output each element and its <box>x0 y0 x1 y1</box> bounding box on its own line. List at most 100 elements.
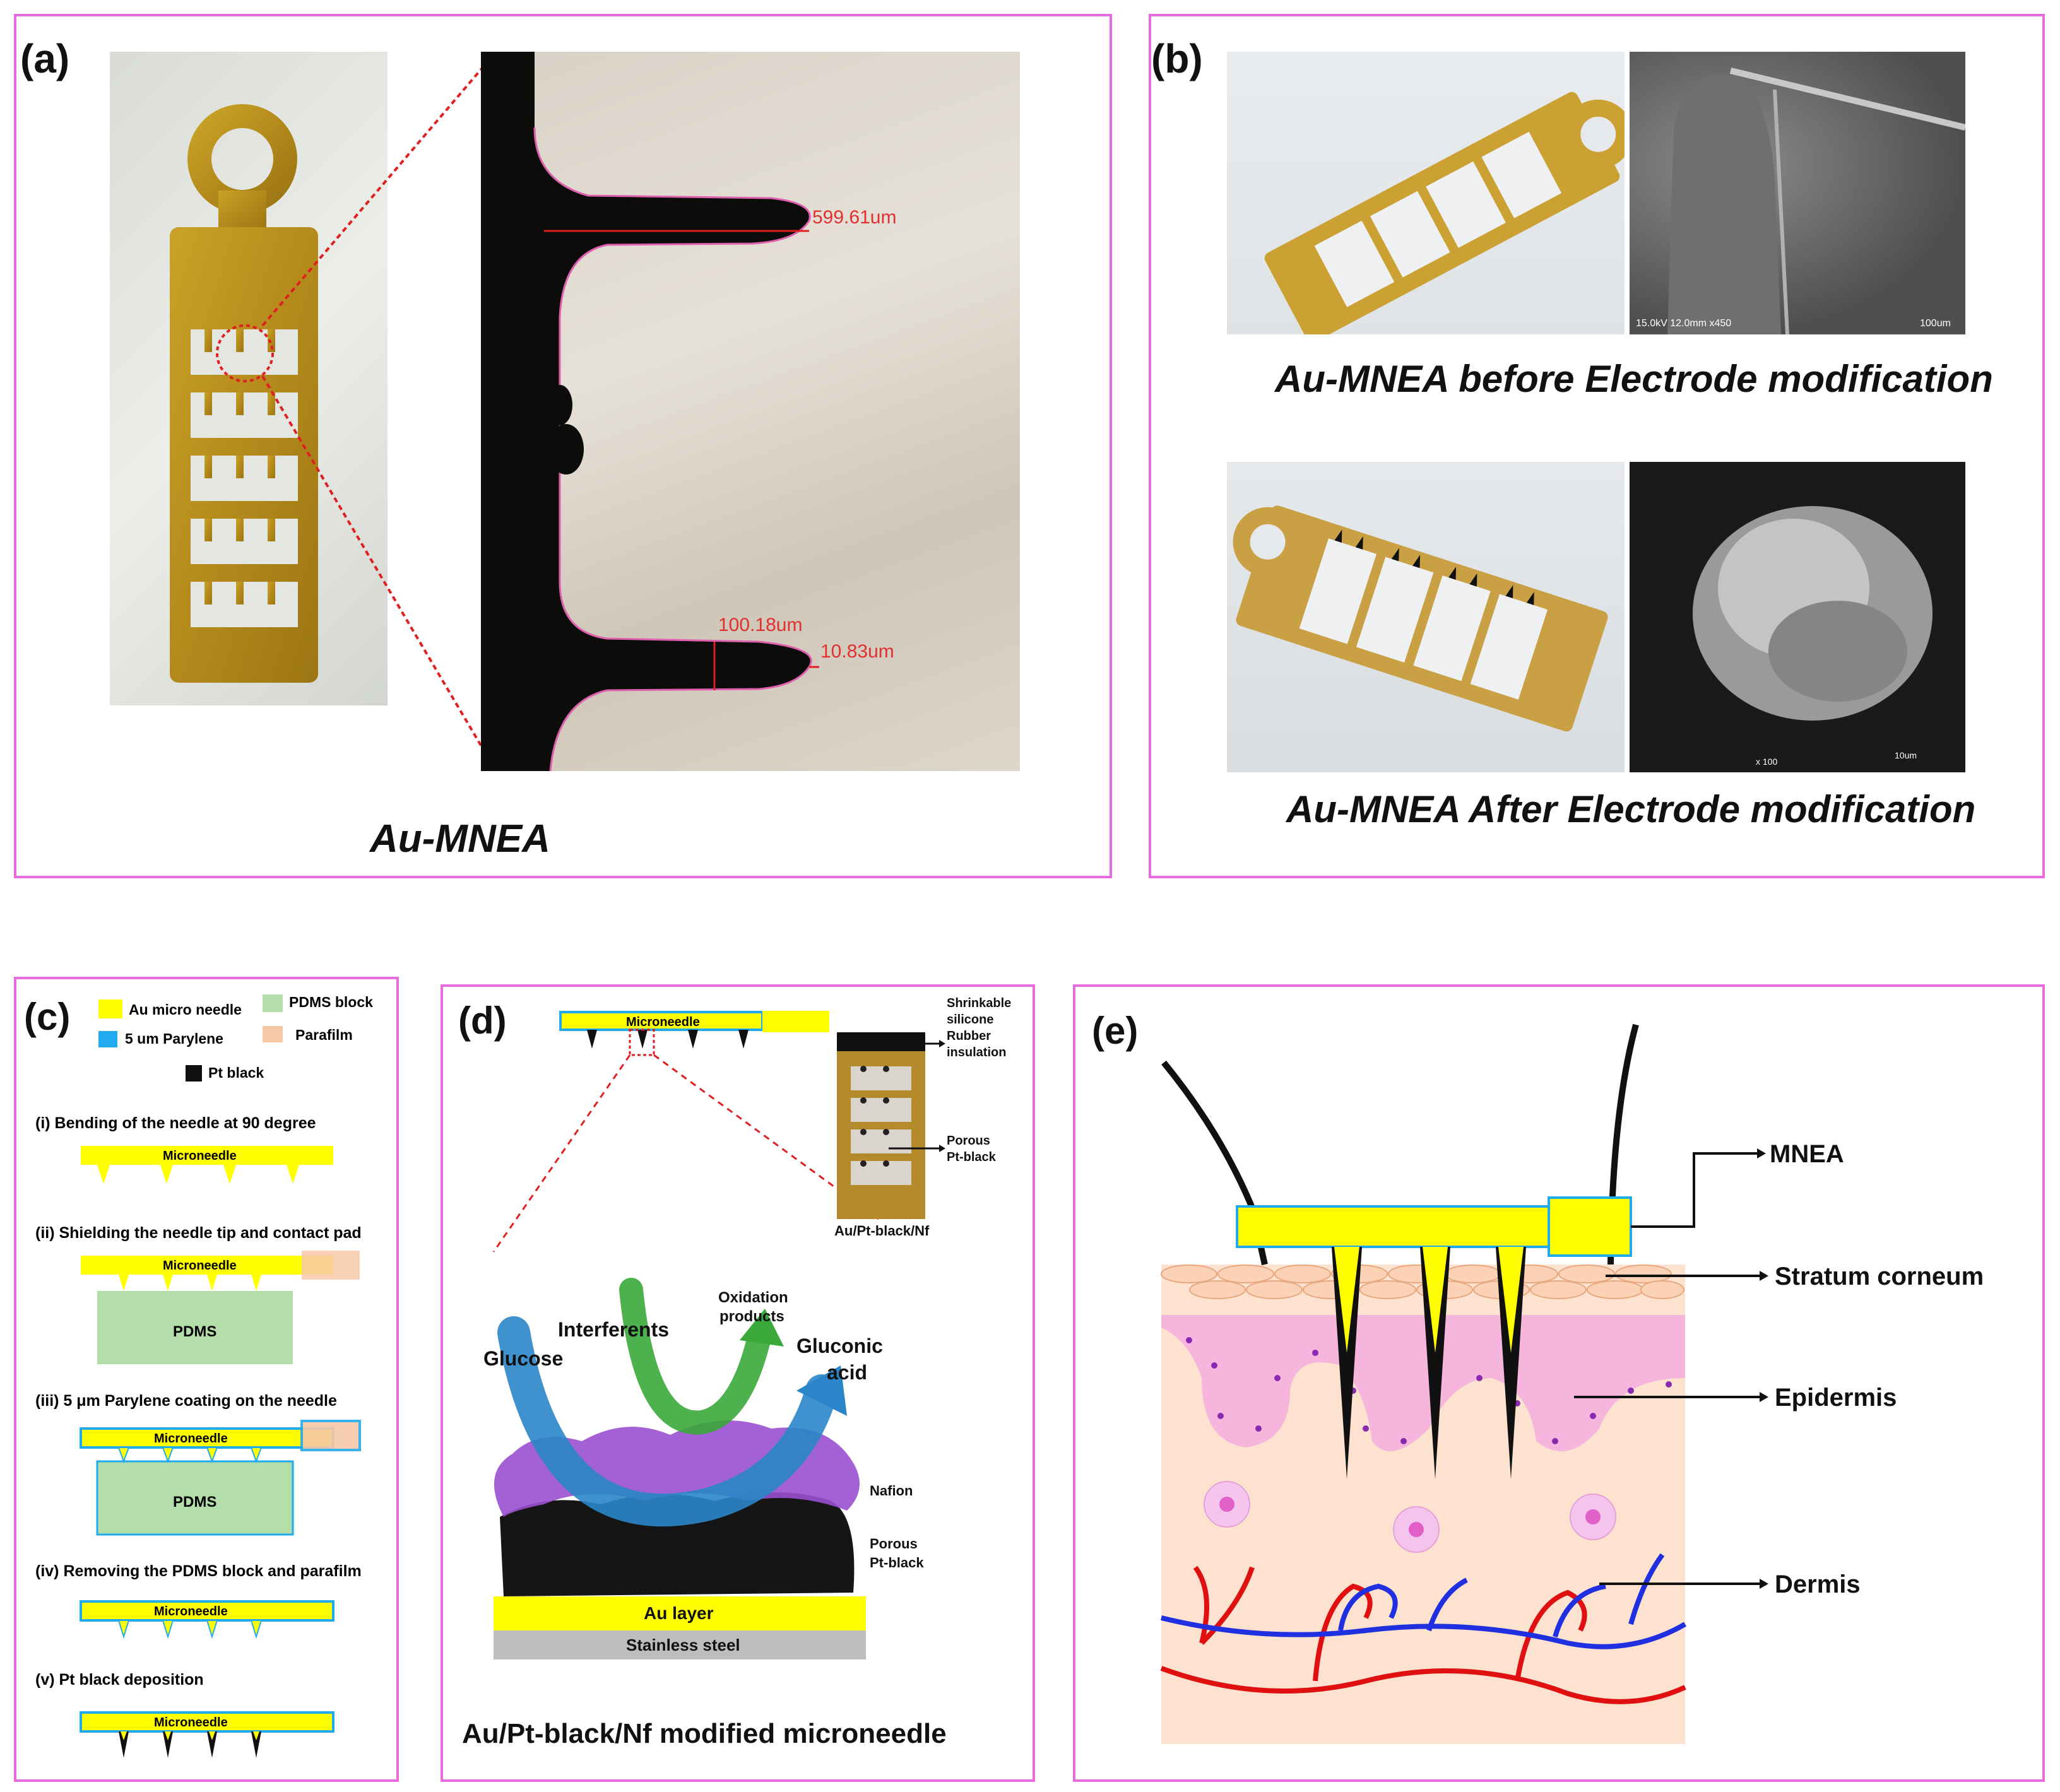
d-stainless-label: Stainless steel <box>626 1636 740 1654</box>
e-epidermis <box>1161 1315 1685 1451</box>
before-sem-drawing: 15.0kV 12.0mm x450 100um <box>1636 68 1965 334</box>
legend-ptblack-swatch <box>186 1065 202 1082</box>
before-sem-scale: 100um <box>1920 318 1951 329</box>
step-4-needle: Microneedle <box>80 1600 334 1639</box>
before-photo <box>1227 52 1625 334</box>
d-porous-text: Porous Pt-black <box>947 1134 997 1164</box>
panel-d: (d) Microneedle Shrinkabl <box>441 984 1035 1782</box>
measurement-100: 100.18um <box>718 615 802 635</box>
legend-au-label: Au micro needle <box>129 1001 242 1018</box>
e-dermis-label: Dermis <box>1775 1571 1861 1598</box>
panel-c-drawing: (c) Au micro needle PDMS block 5 um Pary… <box>24 994 373 1758</box>
before-sem: 15.0kV 12.0mm x450 100um <box>1630 52 1965 334</box>
after-sem-drawing: x 100 10um <box>1693 506 1933 767</box>
d-shrinkable-arrowhead <box>939 1040 945 1047</box>
d-shrinkable-text: Shrinkable silicone Rubber insulation <box>947 996 1015 1059</box>
d-interferent-arrow <box>619 1278 771 1435</box>
d-caption: Au/Pt-black/Nf modified microneedle <box>462 1718 947 1749</box>
legend-au-swatch <box>98 999 122 1018</box>
mnea-photo <box>110 52 388 705</box>
d-glucose-label: Glucose <box>483 1347 563 1370</box>
e-mnea-label: MNEA <box>1770 1140 1844 1168</box>
step-2-needle: Microneedle PDMS <box>81 1251 360 1364</box>
step-4-microneedle: Microneedle <box>154 1605 228 1618</box>
e-mnea-arrowhead <box>1757 1148 1766 1158</box>
d-porous-arrowhead <box>939 1145 945 1152</box>
d-stainless-layer <box>494 1630 866 1659</box>
d-microneedle: Microneedle <box>559 1011 829 1056</box>
after-photo-drawing <box>1233 505 1608 732</box>
d-photo-caption: Au/Pt-black/Nf <box>834 1223 930 1239</box>
panel-e: (e) <box>1073 984 2045 1782</box>
step-2-microneedle: Microneedle <box>163 1259 237 1273</box>
microscope-drawing: 599.61um 100.18um 10.83um <box>481 52 896 771</box>
d-glucose-arrowhead <box>796 1365 847 1416</box>
measurement-10: 10.83um <box>820 641 894 662</box>
e-stratum-arrowhead <box>1760 1271 1768 1281</box>
e-stratum-label: Stratum corneum <box>1775 1263 1984 1290</box>
e-vessel-red-branches <box>1193 1565 1587 1682</box>
e-mnea <box>1236 1196 1632 1479</box>
panel-d-drawing: (d) Microneedle Shrinkabl <box>458 996 1015 1749</box>
d-device-photo <box>837 1032 925 1219</box>
panel-c: (c) Au micro needle PDMS block 5 um Pary… <box>14 977 399 1782</box>
after-sem-info: x 100 <box>1756 757 1777 767</box>
d-layer-porous-label: Porous Pt-black <box>870 1536 924 1571</box>
d-zoom-line-left <box>492 1054 631 1253</box>
legend-ptblack-label: Pt black <box>208 1064 264 1081</box>
microscope-image: 599.61um 100.18um 10.83um <box>481 52 1020 771</box>
step-1-microneedle: Microneedle <box>163 1149 237 1163</box>
step-5-label: (v) Pt black deposition <box>35 1671 204 1689</box>
e-epidermis-label: Epidermis <box>1775 1384 1897 1412</box>
step-3-pdms: PDMS <box>173 1494 216 1511</box>
d-interferents-label: Interferents <box>558 1318 669 1341</box>
before-caption: Au-MNEA before Electrode modification <box>1275 358 1993 400</box>
panel-d-label: (d) <box>458 999 507 1042</box>
after-photo <box>1227 462 1625 772</box>
mnea-photo-drawing <box>170 104 318 683</box>
e-dermis-arrowhead <box>1760 1579 1768 1589</box>
before-photo-drawing <box>1264 91 1625 334</box>
step-3-label: (iii) 5 μm Parylene coating on the needl… <box>35 1392 337 1410</box>
zoom-lines <box>261 50 497 772</box>
d-au-layer <box>494 1596 866 1630</box>
legend-parafilm-label: Parafilm <box>295 1027 353 1043</box>
legend-pdms-swatch <box>263 994 283 1012</box>
legend-parylene-swatch <box>98 1031 117 1047</box>
before-sem-info: 15.0kV 12.0mm x450 <box>1636 318 1731 329</box>
e-epidermis-arrowhead <box>1760 1392 1768 1402</box>
d-gluconic-label: Gluconic acid <box>796 1335 889 1384</box>
panel-b: (b) 15.0kV 12.0mm x450 100um Au-MNEA bef… <box>1149 14 2045 878</box>
panel-e-label: (e) <box>1092 1010 1138 1052</box>
panel-a-caption: Au-MNEA <box>370 817 550 861</box>
legend-parafilm-swatch <box>263 1026 283 1042</box>
e-wire-left <box>1161 1060 1268 1266</box>
after-sem: x 100 10um <box>1630 462 1965 772</box>
step-2-pdms: PDMS <box>173 1323 216 1340</box>
d-interferent-arrowhead <box>740 1309 784 1347</box>
panel-b-label: (b) <box>1151 36 1203 81</box>
after-sem-scale: 10um <box>1895 750 1917 760</box>
e-mnea-arrow <box>1631 1152 1757 1228</box>
panel-e-drawing: (e) <box>1092 1010 1984 1744</box>
measurement-599: 599.61um <box>812 207 896 228</box>
after-caption: Au-MNEA After Electrode modification <box>1286 788 1976 830</box>
e-dendritic-nuclei <box>1219 1497 1601 1537</box>
step-5-microneedle: Microneedle <box>154 1716 228 1730</box>
step-4-label: (iv) Removing the PDMS block and parafil… <box>35 1562 362 1580</box>
e-vessel-blue <box>1161 1615 1687 1649</box>
d-au-label: Au layer <box>644 1603 714 1623</box>
d-oxidation-label: Oxidation products <box>718 1289 792 1325</box>
step-2-label: (ii) Shielding the needle tip and contac… <box>35 1224 362 1242</box>
step-1-label: (i) Bending of the needle at 90 degree <box>35 1114 316 1132</box>
e-vessel-red <box>1160 1666 1686 1704</box>
d-ptblack-layer <box>500 1492 855 1596</box>
legend-parylene-label: 5 um Parylene <box>125 1030 223 1047</box>
d-nafion-label: Nafion <box>870 1483 913 1499</box>
step-5-needle: Microneedle <box>80 1711 334 1758</box>
legend-pdms-label: PDMS block <box>289 994 373 1010</box>
e-vessel-blue-branches <box>1338 1553 1665 1638</box>
step-3-microneedle: Microneedle <box>154 1432 228 1446</box>
step-3-needle: Microneedle PDMS <box>80 1420 361 1536</box>
panel-a-label: (a) <box>20 36 70 81</box>
